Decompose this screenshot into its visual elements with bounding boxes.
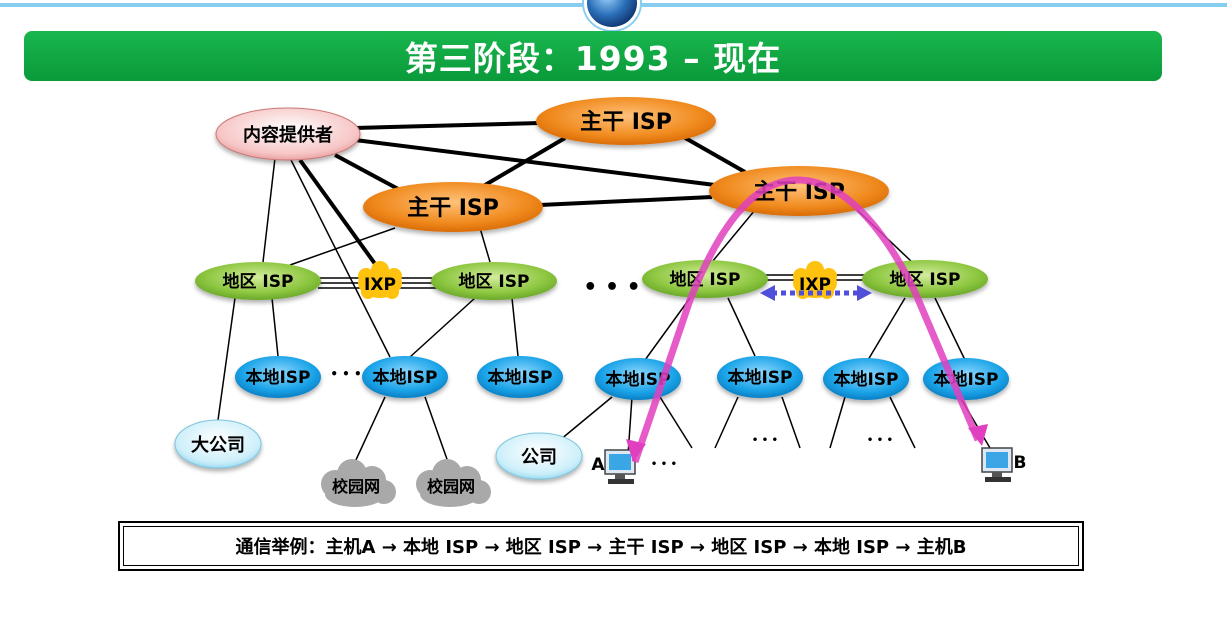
ellipsis-middle: • • • <box>583 275 641 300</box>
local-isp-5-label: 本地ISP <box>727 367 792 388</box>
ixp-left-label: IXP <box>364 275 396 295</box>
ellipsis-bottom-1: • • • <box>651 459 677 470</box>
title-bar: 第三阶段：1993 – 现在 <box>24 31 1162 81</box>
link-backbone-top-right <box>679 133 746 174</box>
local-isp-6-label: 本地ISP <box>833 369 898 390</box>
example-caption: 通信举例：主机A → 本地 ISP → 地区 ISP → 主干 ISP → 地区… <box>235 537 967 558</box>
ixp-right-label: IXP <box>799 275 831 295</box>
campus-network-2-label: 校园网 <box>427 477 475 496</box>
local-isp-2: 本地ISP <box>362 356 448 398</box>
example-caption-box: 通信举例：主机A → 本地 ISP → 地区 ISP → 主干 ISP → 地区… <box>118 521 1084 571</box>
campus-network-1: 校园网 <box>321 459 396 507</box>
regional-isp-4: 地区 ISP <box>862 260 988 298</box>
company: 公司 <box>495 432 583 480</box>
communication-path <box>631 176 982 464</box>
host-a-label: A <box>591 455 605 475</box>
host-b-label: B <box>1014 453 1027 473</box>
link-cp-backbone-right <box>354 138 716 187</box>
ellipsis-local-row: • • • <box>330 367 361 381</box>
regional-isp-2-label: 地区 ISP <box>459 271 530 292</box>
backbone-isp-top: 主干 ISP <box>536 97 716 145</box>
host-b: B <box>981 447 1027 482</box>
ellipsis-bottom-3: • • • <box>867 435 893 446</box>
local-isp-6: 本地ISP <box>823 358 909 400</box>
regional-isp-3-label: 地区 ISP <box>670 269 741 290</box>
content-provider: 内容提供者 <box>215 107 361 161</box>
campus-network-2: 校园网 <box>416 459 491 507</box>
content-provider-label: 内容提供者 <box>243 124 333 146</box>
path-arrow-a <box>626 439 646 462</box>
local-isp-3: 本地ISP <box>477 356 563 398</box>
local-isp-4-label: 本地ISP <box>605 369 670 390</box>
backbone-isp-top-label: 主干 ISP <box>580 110 672 135</box>
backbone-isp-left: 主干 ISP <box>363 182 543 232</box>
regional-isp-3: 地区 ISP <box>642 260 768 298</box>
regional-isp-4-label: 地区 ISP <box>890 269 961 290</box>
backbone-isp-left-label: 主干 ISP <box>407 196 499 221</box>
page-title: 第三阶段：1993 – 现在 <box>404 39 782 78</box>
ellipsis-bottom-2: • • • <box>752 435 778 446</box>
peering-arrow <box>760 285 872 301</box>
path-arrow-b <box>968 424 988 446</box>
local-isp-7: 本地ISP <box>923 358 1009 400</box>
regional-isp-1-label: 地区 ISP <box>223 271 294 292</box>
backbone-links <box>298 121 746 270</box>
local-isp-5: 本地ISP <box>717 356 803 398</box>
local-isp-2-label: 本地ISP <box>372 367 437 388</box>
company-label: 公司 <box>521 447 557 468</box>
local-isp-3-label: 本地ISP <box>487 367 552 388</box>
campus-network-1-label: 校园网 <box>332 477 380 496</box>
link-cp-ixp <box>298 158 380 270</box>
ixp-links <box>318 274 868 289</box>
regional-isp-1: 地区 ISP <box>195 262 321 300</box>
link-backbone-top-left <box>478 136 567 190</box>
big-company: 大公司 <box>174 419 262 469</box>
backbone-isp-right: 主干 ISP <box>709 166 889 216</box>
big-company-label: 大公司 <box>191 434 245 456</box>
host-a: A <box>591 449 636 484</box>
local-isp-7-label: 本地ISP <box>933 369 998 390</box>
local-isp-1-label: 本地ISP <box>245 367 310 388</box>
ixp-left: IXP <box>358 261 402 299</box>
local-isp-1: 本地ISP <box>235 356 321 398</box>
link-cp-backbone-left <box>334 153 401 192</box>
link-backbone-left-right <box>539 195 713 207</box>
example-caption-inner: 通信举例：主机A → 本地 ISP → 地区 ISP → 主干 ISP → 地区… <box>123 526 1079 566</box>
regional-isp-2: 地区 ISP <box>431 262 557 300</box>
link-cp-backbone-top <box>354 121 541 130</box>
